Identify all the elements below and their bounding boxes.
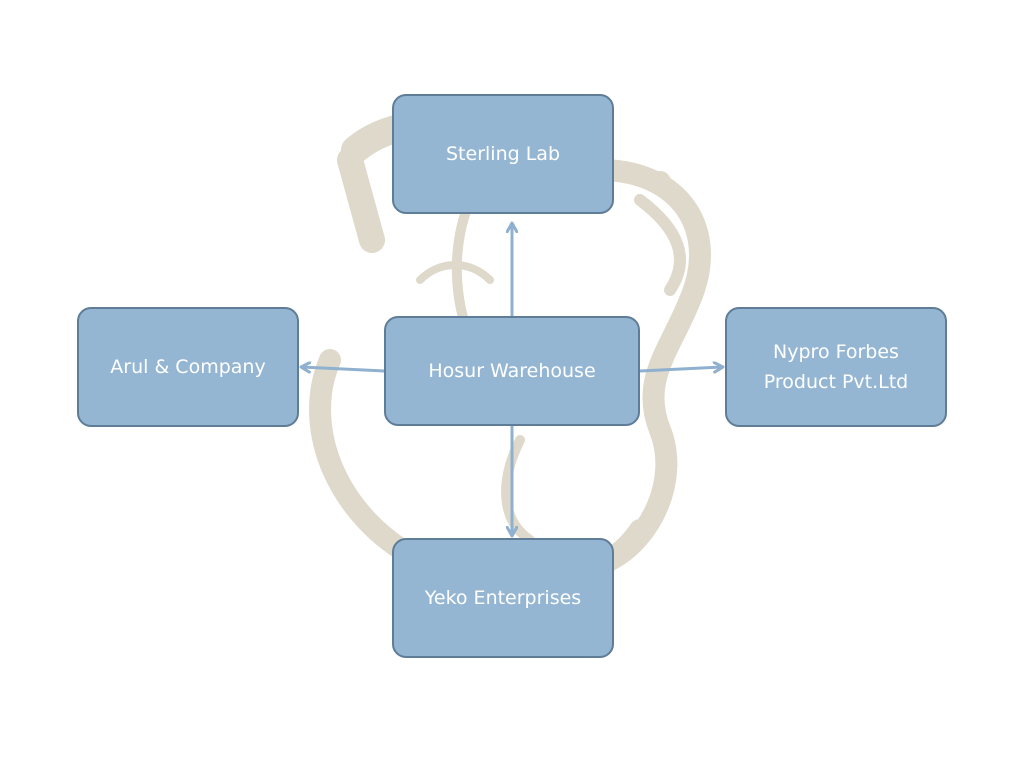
node-arul-company[interactable]: Arul & Company	[77, 307, 299, 427]
node-sterling-lab[interactable]: Sterling Lab	[392, 94, 614, 214]
node-label: Nypro Forbes Product Pvt.Ltd	[763, 341, 909, 393]
node-label: Arul & Company	[110, 356, 266, 378]
arrow-to-arul-company	[302, 367, 385, 371]
arrow-to-nypro-forbes	[639, 367, 722, 371]
node-label: Sterling Lab	[446, 143, 560, 165]
node-hosur-warehouse[interactable]: Hosur Warehouse	[384, 316, 640, 426]
node-label: Hosur Warehouse	[428, 360, 596, 382]
node-nypro-forbes[interactable]: Nypro Forbes Product Pvt.Ltd	[725, 307, 947, 427]
node-yeko-enterprises[interactable]: Yeko Enterprises	[392, 538, 614, 658]
node-label: Yeko Enterprises	[424, 587, 582, 609]
